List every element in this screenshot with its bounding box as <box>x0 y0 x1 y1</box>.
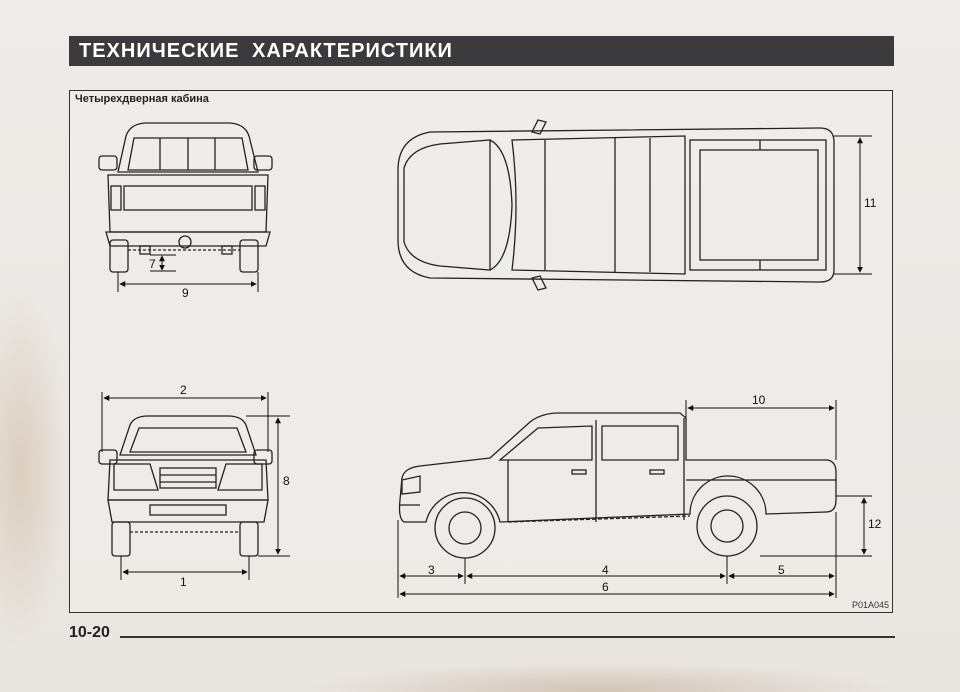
page-number: 10-20 <box>69 624 110 641</box>
dimension-label-5: 5 <box>778 563 785 577</box>
front-view <box>98 415 273 557</box>
rear-view <box>98 122 273 273</box>
section-header: ТЕХНИЧЕСКИЕ ХАРАКТЕРИСТИКИ <box>69 36 894 66</box>
dimension-label-4: 4 <box>602 563 609 577</box>
dimension-12 <box>760 495 872 557</box>
dimension-label-2: 2 <box>180 383 187 397</box>
dimension-11 <box>834 135 872 275</box>
dimension-label-1: 1 <box>180 575 187 589</box>
dimension-8 <box>246 415 290 557</box>
top-view <box>397 119 835 291</box>
dimension-2 <box>101 392 269 452</box>
footer-divider <box>120 636 895 638</box>
section-title: ТЕХНИЧЕСКИЕ ХАРАКТЕРИСТИКИ <box>79 39 453 62</box>
dimension-label-9: 9 <box>182 286 189 300</box>
side-view <box>398 412 837 559</box>
dimension-9 <box>117 272 259 292</box>
dimension-label-3: 3 <box>428 563 435 577</box>
dimension-7 <box>150 254 176 272</box>
dimension-1 <box>120 556 250 580</box>
dimension-label-8: 8 <box>283 474 290 488</box>
dimension-10 <box>685 400 837 460</box>
dimension-3-4-5 <box>397 512 837 598</box>
dimension-label-6: 6 <box>602 580 609 594</box>
dimension-label-12: 12 <box>868 517 882 531</box>
cab-type-label: Четырехдверная кабина <box>75 93 209 105</box>
dimension-label-10: 10 <box>752 393 766 407</box>
dimension-label-11: 11 <box>864 196 877 210</box>
dimension-label-7: 7 <box>149 257 156 271</box>
figure-code: P01A045 <box>852 600 890 610</box>
